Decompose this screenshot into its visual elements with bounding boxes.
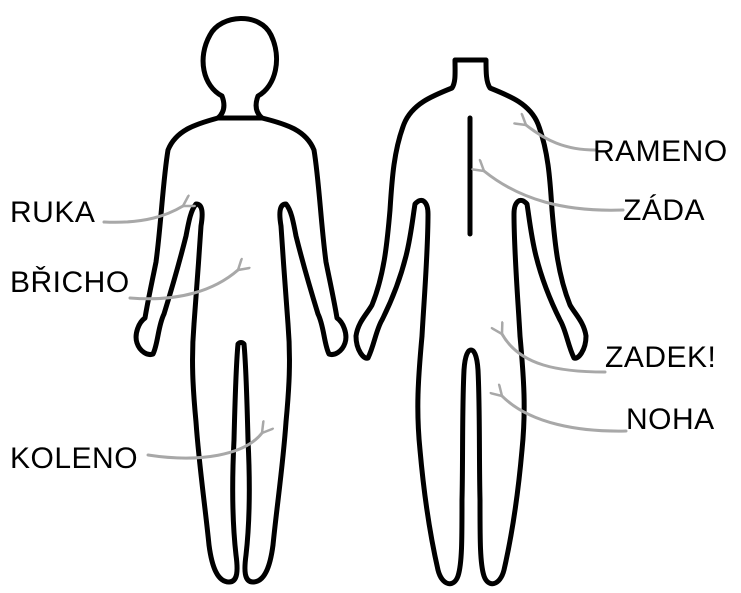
back-figure xyxy=(356,60,586,584)
arrow-ruka xyxy=(104,206,183,222)
label-ruka: RUKA xyxy=(10,198,95,228)
label-bricho: BŘICHO xyxy=(10,268,130,298)
front-head-outline xyxy=(203,18,276,118)
arrow-zadek xyxy=(502,334,605,372)
arrow-zada xyxy=(484,171,623,210)
front-body-outline xyxy=(136,118,346,582)
arrow-koleno xyxy=(148,433,262,458)
arrow-noha xyxy=(502,396,626,431)
label-noha: NOHA xyxy=(626,405,715,435)
arrow-bricho xyxy=(130,270,238,299)
front-figure xyxy=(136,18,346,582)
arrow-rameno xyxy=(526,125,595,150)
label-koleno: KOLENO xyxy=(10,444,138,474)
label-rameno: RAMENO xyxy=(593,137,728,167)
label-zada: ZÁDA xyxy=(623,196,705,226)
label-zadek: ZADEK! xyxy=(605,343,716,373)
